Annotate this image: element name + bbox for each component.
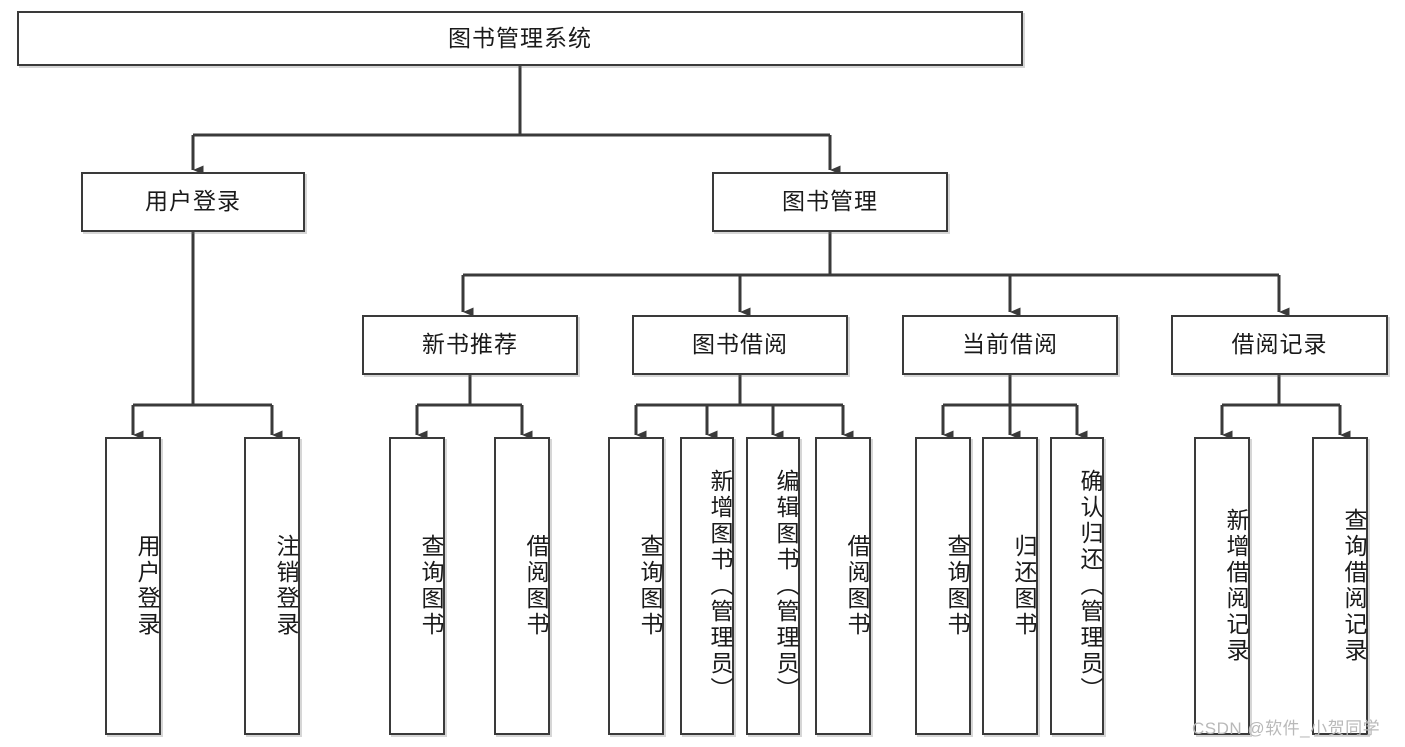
leaf-edit-book-admin[interactable]: 编辑图书（管理员） <box>746 437 800 735</box>
leaf-user-login[interactable]: 用户登录 <box>105 437 161 735</box>
leaf-query-books-borrow[interactable]: 查询图书 <box>608 437 664 735</box>
node-user-login[interactable]: 用户登录 <box>81 172 305 232</box>
leaf-label: 编辑图书（管理员） <box>773 469 799 703</box>
leaf-borrow-books[interactable]: 借阅图书 <box>815 437 871 735</box>
csdn-watermark: CSDN @软件_小贺同学 <box>1192 719 1381 738</box>
leaf-confirm-return-admin[interactable]: 确认归还（管理员） <box>1050 437 1104 735</box>
node-book-borrow[interactable]: 图书借阅 <box>632 315 848 375</box>
node-new-book-recommend[interactable]: 新书推荐 <box>362 315 578 375</box>
leaf-logout[interactable]: 注销登录 <box>244 437 300 735</box>
node-borrow-records[interactable]: 借阅记录 <box>1171 315 1388 375</box>
leaf-query-books-current[interactable]: 查询图书 <box>915 437 971 735</box>
leaf-label: 借阅图书 <box>523 534 549 638</box>
leaf-label: 查询借阅记录 <box>1341 508 1367 664</box>
leaf-label: 新增图书（管理员） <box>707 469 733 703</box>
leaf-label: 借阅图书 <box>844 534 870 638</box>
leaf-label: 确认归还（管理员） <box>1077 469 1103 703</box>
node-book-management[interactable]: 图书管理 <box>712 172 948 232</box>
leaf-label: 用户登录 <box>134 534 160 638</box>
leaf-add-borrow-record[interactable]: 新增借阅记录 <box>1194 437 1250 735</box>
node-current-borrow[interactable]: 当前借阅 <box>902 315 1118 375</box>
node-root-system[interactable]: 图书管理系统 <box>17 11 1023 66</box>
leaf-label: 新增借阅记录 <box>1223 508 1249 664</box>
leaf-label: 注销登录 <box>273 534 299 638</box>
leaf-query-borrow-record[interactable]: 查询借阅记录 <box>1312 437 1368 735</box>
leaf-label: 查询图书 <box>418 534 444 638</box>
leaf-borrow-books-recommend[interactable]: 借阅图书 <box>494 437 550 735</box>
leaf-return-books[interactable]: 归还图书 <box>982 437 1038 735</box>
leaf-label: 查询图书 <box>637 534 663 638</box>
leaf-label: 查询图书 <box>944 534 970 638</box>
leaf-add-book-admin[interactable]: 新增图书（管理员） <box>680 437 734 735</box>
leaf-query-books-recommend[interactable]: 查询图书 <box>389 437 445 735</box>
leaf-label: 归还图书 <box>1011 534 1037 638</box>
